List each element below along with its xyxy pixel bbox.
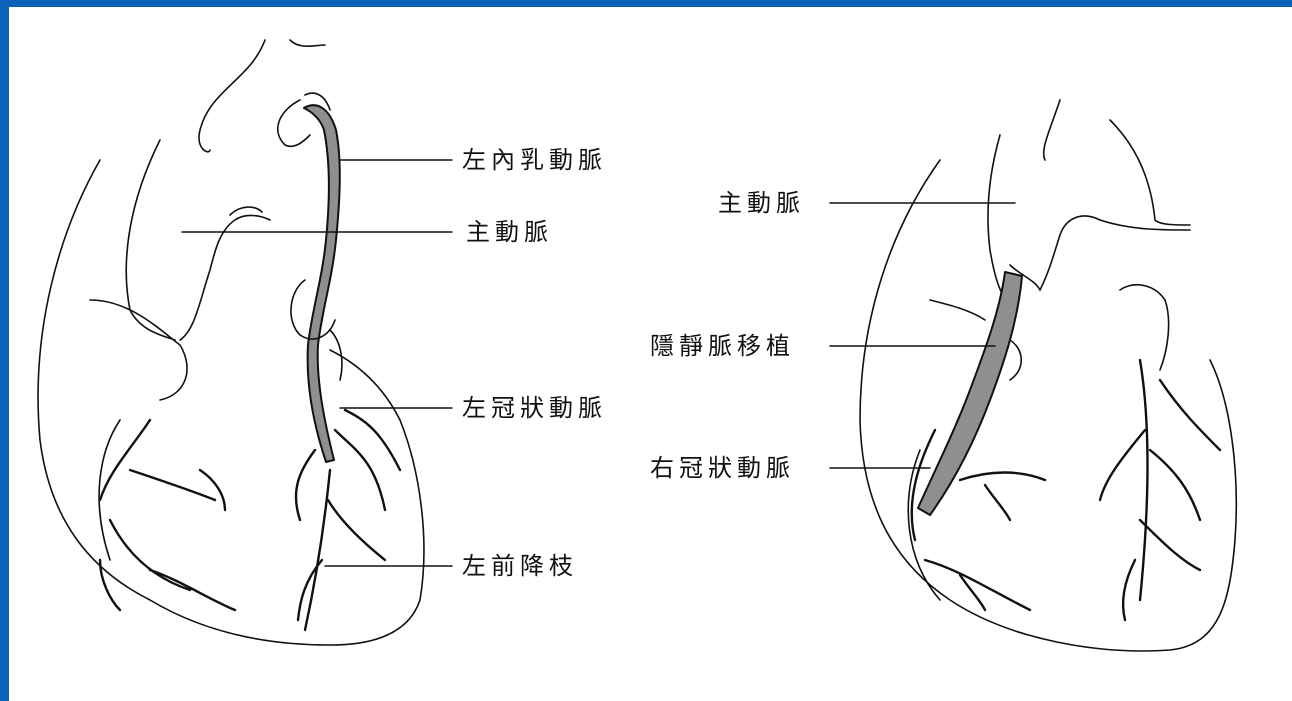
left-lad-vessel bbox=[305, 470, 330, 630]
label-right-aorta: 主動脈 bbox=[718, 189, 805, 217]
left-circ-3 bbox=[200, 470, 225, 510]
left-aorta-branch bbox=[230, 207, 262, 215]
left-heart bbox=[38, 40, 424, 645]
right-aorta-body bbox=[1040, 216, 1190, 290]
label-left-aorta: 主動脈 bbox=[466, 218, 553, 246]
right-lad-1 bbox=[1140, 360, 1148, 600]
right-aorta-curve-3 bbox=[1110, 120, 1190, 225]
right-aorta-curve-1 bbox=[988, 135, 1005, 300]
right-heart bbox=[860, 100, 1236, 651]
left-pulmonary-2 bbox=[99, 420, 120, 560]
right-lad-2 bbox=[1100, 430, 1145, 500]
lima-graft bbox=[304, 105, 340, 462]
right-rca-3 bbox=[985, 485, 1010, 520]
left-lad-branch-3 bbox=[335, 430, 385, 510]
label-lad: 左前降枝 bbox=[462, 552, 578, 580]
left-circ-2 bbox=[130, 470, 215, 500]
right-lad-5 bbox=[1160, 380, 1220, 450]
left-aorta-curve-1 bbox=[126, 140, 175, 340]
left-aorta-body bbox=[180, 215, 270, 340]
right-ra-2 bbox=[1010, 340, 1021, 380]
left-circ-1 bbox=[100, 420, 150, 500]
right-la bbox=[1120, 285, 1169, 370]
right-lad-3 bbox=[1150, 450, 1200, 520]
right-rca-4 bbox=[925, 560, 1030, 610]
right-aorta-curve-2 bbox=[1044, 100, 1060, 160]
label-lima: 左內乳動脈 bbox=[462, 146, 607, 174]
right-lad-4 bbox=[1140, 520, 1200, 570]
right-ra bbox=[930, 300, 985, 320]
left-pulmonary bbox=[90, 300, 187, 400]
label-lca: 左冠狀動脈 bbox=[462, 394, 607, 422]
left-diag-1 bbox=[296, 450, 315, 520]
right-lad-6 bbox=[1123, 560, 1135, 620]
right-rca-2 bbox=[960, 473, 1045, 481]
left-circ-5 bbox=[150, 570, 235, 610]
left-aorta-curve-2 bbox=[199, 40, 265, 152]
left-lad-branch-1 bbox=[328, 500, 385, 560]
left-aorta-curve-3 bbox=[290, 40, 325, 46]
left-circ-4 bbox=[110, 520, 190, 590]
svg-graft bbox=[918, 272, 1022, 515]
label-rca: 右冠狀動脈 bbox=[650, 454, 795, 482]
left-diag-2 bbox=[345, 410, 400, 470]
label-svg-graft: 隱靜脈移植 bbox=[650, 332, 795, 360]
